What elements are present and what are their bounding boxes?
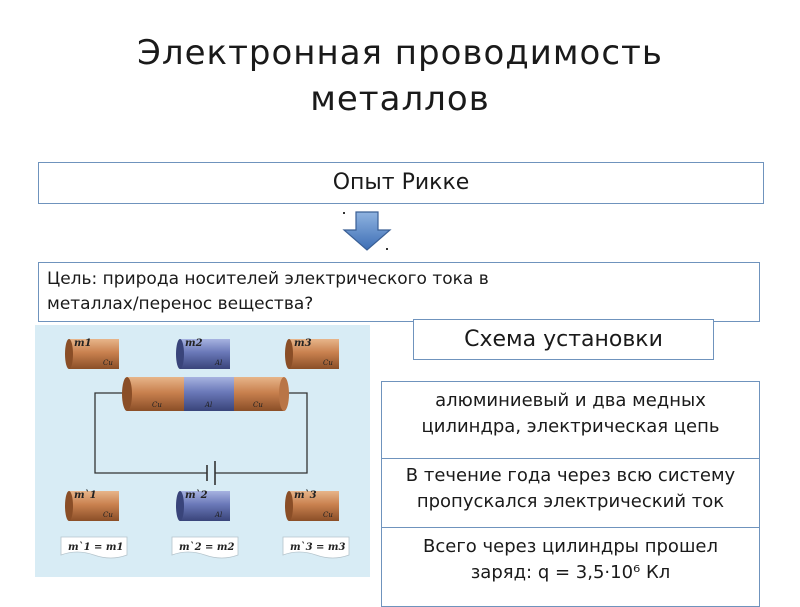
main-cylinder-stack: [122, 377, 289, 411]
experiment-name-box: Опыт Рикке: [38, 162, 764, 204]
copper-cylinder-top-1: [65, 339, 119, 369]
info-box-cylinders: алюминиевый и два медных цилиндра, элект…: [381, 381, 760, 471]
info-cylinders-text: алюминиевый и два медных цилиндра, элект…: [421, 390, 720, 437]
metal-label-bottom-1: Cu: [103, 511, 113, 519]
metal-label-main-1: Cu: [152, 401, 162, 409]
copper-cylinder-top-3: [285, 339, 339, 369]
dot-marker: [343, 212, 345, 214]
info-current-text: В течение года через всю систему пропуск…: [405, 465, 736, 512]
goal-line-2: металлах/перенос вещества?: [47, 294, 314, 314]
slide-title: Электронная проводимость металлов: [0, 30, 800, 122]
svg-text:m`1 = m1: m`1 = m1: [68, 542, 123, 553]
dot-marker: [386, 248, 388, 250]
mass-label-bottom-2: m`2: [185, 490, 208, 501]
mass-label-top-2: m2: [185, 338, 203, 349]
main-copper-cylinder-2: [234, 377, 284, 411]
mass-label-top-3: m3: [294, 338, 312, 349]
mass-label-top-1: m1: [74, 338, 92, 349]
aluminum-cylinder-top-2: [176, 339, 230, 369]
title-line-1: Электронная проводимость: [137, 33, 663, 73]
svg-text:m`2 = m2: m`2 = m2: [179, 542, 234, 553]
title-line-2: металлов: [310, 79, 490, 119]
metal-label-bottom-3: Cu: [323, 511, 333, 519]
main-copper-cylinder-1: [127, 377, 184, 411]
setup-illustration: m1 m2 m3 Cu Al Cu Cu Al Cu: [60, 338, 350, 559]
metal-label-bottom-2: Al: [214, 511, 222, 519]
equation-card-2: m`2 = m2: [171, 536, 239, 559]
setup-scheme-title: Схема установки: [464, 327, 663, 352]
info-box-charge: Всего через цилиндры прошел заряд: q = 3…: [381, 527, 760, 607]
circuit-wire: [94, 392, 308, 474]
down-arrow-icon: [342, 211, 392, 251]
aluminum-cylinder-bottom-2: [176, 491, 230, 521]
copper-cylinder-bottom-1: [65, 491, 119, 521]
metal-label-main-2: Al: [204, 401, 212, 409]
metal-label-top-2: Al: [214, 359, 222, 367]
equation-card-1: m`1 = m1: [60, 536, 128, 559]
goal-line-1: Цель: природа носителей электрического т…: [47, 269, 489, 289]
experiment-name: Опыт Рикке: [332, 170, 470, 195]
equation-card-3: m`3 = m3: [282, 536, 350, 559]
mass-label-bottom-1: m`1: [74, 490, 97, 501]
copper-cylinder-bottom-3: [285, 491, 339, 521]
metal-label-top-3: Cu: [323, 359, 333, 367]
mass-label-bottom-3: m`3: [294, 490, 317, 501]
battery-icon: [206, 461, 216, 485]
metal-label-main-3: Cu: [253, 401, 263, 409]
svg-text:m`3 = m3: m`3 = m3: [290, 542, 345, 553]
main-aluminum-cylinder: [184, 377, 234, 411]
riecke-setup-diagram: m1 m2 m3 Cu Al Cu Cu Al Cu: [35, 325, 370, 577]
info-charge-text: Всего через цилиндры прошел заряд: q = 3…: [423, 536, 718, 583]
goal-box: Цель: природа носителей электрического т…: [38, 262, 760, 322]
metal-label-top-1: Cu: [103, 359, 113, 367]
setup-scheme-box: Схема установки: [413, 319, 714, 360]
